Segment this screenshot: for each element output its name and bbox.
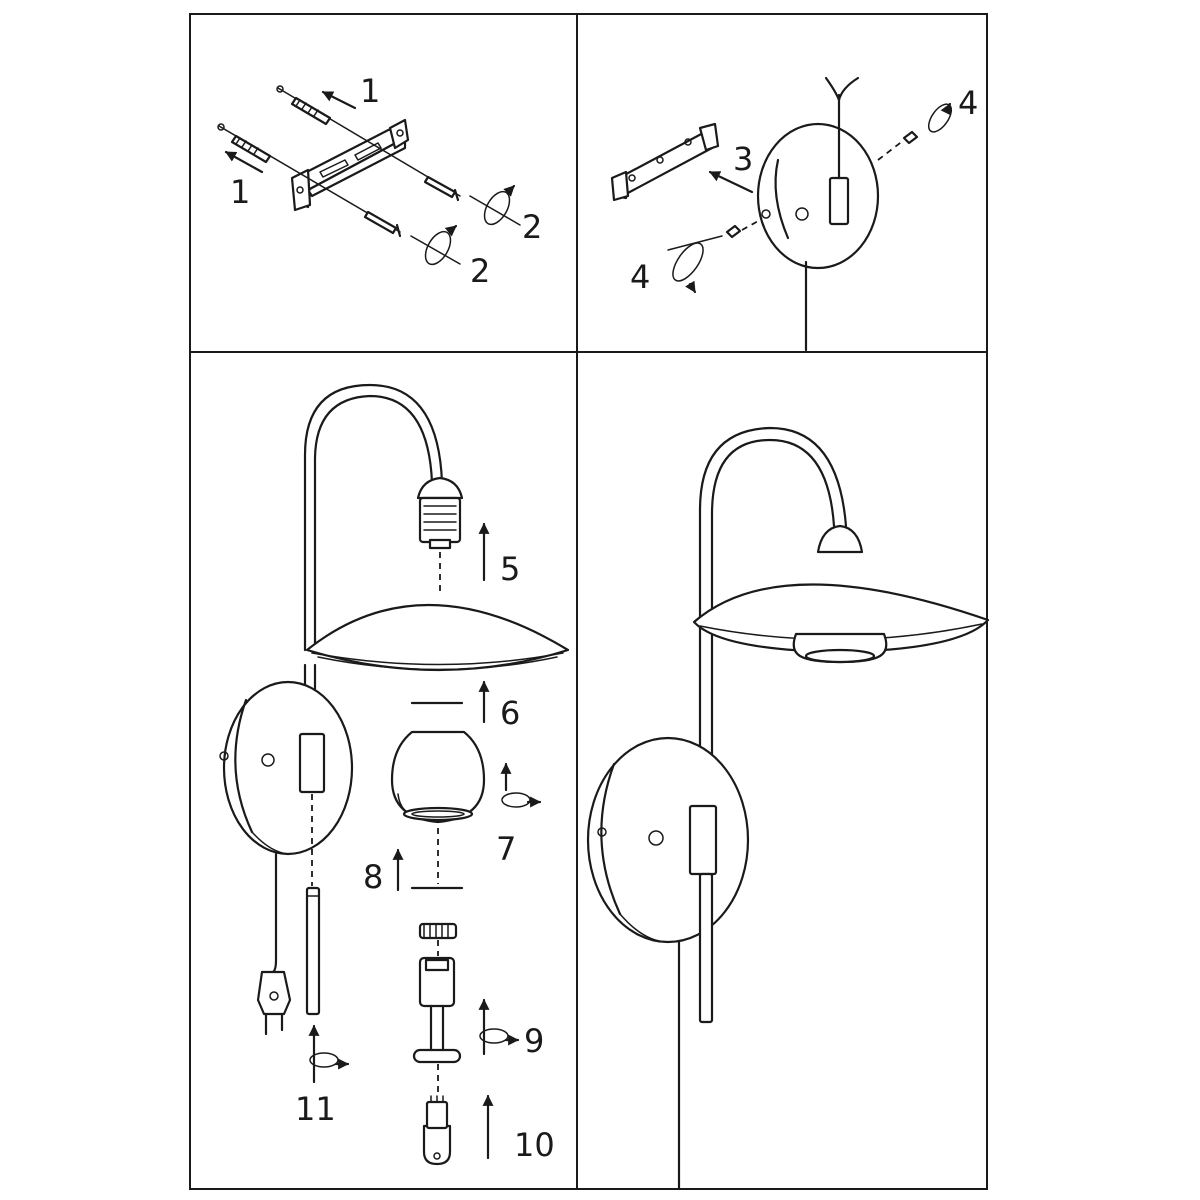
arrow-step-1-lower	[224, 150, 264, 174]
step-label-4-right: 4	[958, 84, 978, 122]
assembled-globe	[792, 632, 888, 664]
lamp-socket	[416, 476, 464, 550]
set-screw-right	[902, 130, 919, 145]
step-label-4-left: 4	[630, 258, 650, 296]
step-label-9: 9	[524, 1022, 544, 1060]
lamp-backplate	[219, 680, 354, 856]
panel-assembled-lamp	[586, 426, 990, 1191]
assembled-arm-inner	[710, 438, 836, 810]
rotate-arrow-step-2-upper	[469, 184, 521, 226]
step-label-1-lower: 1	[230, 173, 250, 211]
step-label-3: 3	[733, 140, 753, 178]
step-label-8: 8	[363, 858, 383, 896]
mounted-bracket	[610, 122, 720, 202]
wall-backplate	[756, 122, 880, 270]
step-label-2-upper: 2	[522, 208, 542, 246]
panel-bracket-mounting: 1 1 2 2	[217, 72, 542, 290]
panel-frame	[189, 13, 988, 1190]
set-screw-left	[725, 224, 742, 239]
wall-plug-lower	[217, 123, 272, 164]
gooseneck-arm-outer	[303, 383, 444, 652]
arrow-step-1-upper	[321, 90, 357, 110]
mounting-bracket	[290, 118, 410, 212]
arrow-step-3	[708, 170, 754, 194]
screw-lower	[363, 210, 402, 238]
panel-backplate-attach: 3 4 4	[610, 76, 978, 352]
stem-curve	[824, 76, 860, 102]
step-label-11: 11	[295, 1090, 336, 1128]
glass-globe	[390, 730, 486, 824]
assembled-arm-outer	[698, 426, 848, 810]
step-label-5: 5	[500, 550, 520, 588]
power-cord-lower	[271, 852, 278, 974]
light-bulb	[422, 1095, 452, 1166]
panel-exploded-assembly: 5 6 7 8	[219, 383, 570, 1166]
rotate-arrow-step-2-lower	[410, 224, 461, 266]
wall-plug-upper	[276, 85, 332, 126]
lamp-shade	[305, 603, 570, 672]
screw-upper	[423, 175, 460, 202]
rotate-arrow-step-4-right	[927, 102, 953, 133]
rotate-arrow-step-9	[478, 998, 520, 1056]
power-plug	[256, 970, 292, 1036]
rotate-arrow-step-4-left	[667, 235, 723, 294]
gooseneck-arm-inner	[313, 394, 434, 652]
assembled-lower-rod	[698, 872, 714, 1024]
step-label-10: 10	[514, 1126, 555, 1164]
bulb-holder	[412, 956, 462, 1064]
rotate-arrow-step-11	[308, 1024, 350, 1084]
step-label-2-lower: 2	[470, 252, 490, 290]
lower-rod	[305, 886, 321, 1016]
step-label-6: 6	[500, 694, 520, 732]
step-label-7: 7	[496, 830, 516, 868]
retaining-ring	[418, 922, 458, 940]
step-label-1-upper: 1	[360, 72, 380, 110]
assembled-backplate	[586, 736, 750, 944]
rotate-arrow-step-7	[500, 762, 542, 808]
